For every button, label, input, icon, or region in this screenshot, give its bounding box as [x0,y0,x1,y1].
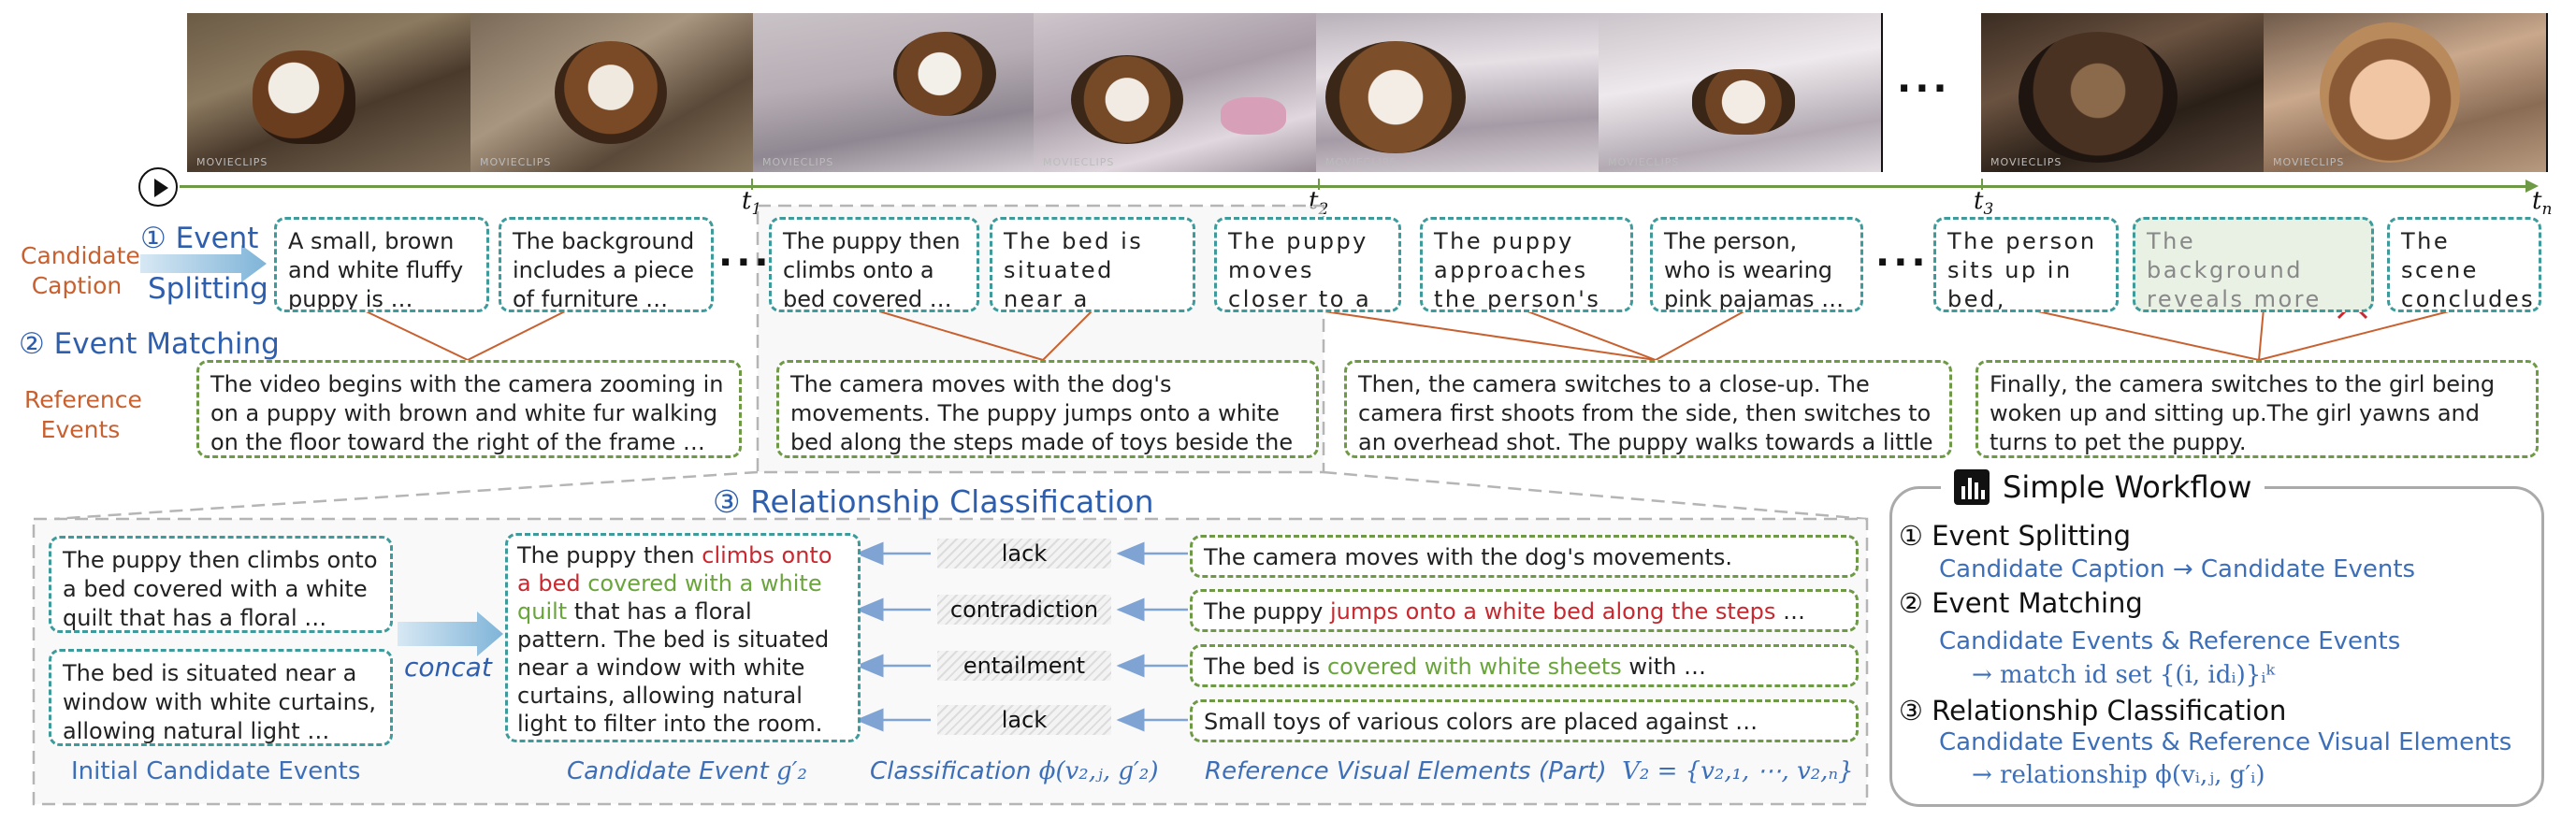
event-matching-label: ② Event Matching [19,327,280,361]
video-frame-7: MOVIECLIPS [1981,13,2265,172]
initial-candidate-events-caption: Initial Candidate Events [71,757,361,785]
workflow-step-1-detail: Candidate Caption → Candidate Events [1939,555,2416,583]
play-button[interactable] [138,167,178,207]
video-frame-5: MOVIECLIPS [1316,13,1600,172]
candidate-event-box: The puppy moves closer to a person … [1214,217,1401,312]
reference-visual-element-box: Small toys of various colors are placed … [1190,699,1859,742]
relationship-label: entailment [937,651,1111,681]
candidate-event-g2-box: The puppy then climbs onto a bed covered… [505,533,861,742]
reference-event-box: Finally, the camera switches to the girl… [1975,360,2539,458]
initial-candidate-event-box: The bed is situated near a window with w… [49,649,393,746]
classification-caption: Classification ϕ(v₂,ⱼ, g′₂) [870,757,1159,785]
workflow-step-2-result: → match id set {(i, idᵢ)}ᵢᵏ [1972,661,2276,689]
candidate-event-box: The puppy then climbs onto a bed covered… [769,217,979,312]
reference-visual-element-box: The bed is covered with white sheets wit… [1190,644,1859,687]
time-label-t1: t1 [742,187,762,220]
concat-label: concat [404,652,492,683]
relationship-label: lack [937,539,1111,568]
workflow-title: Simple Workflow [2003,469,2252,505]
concat-arrow [398,611,503,656]
workflow-step-3-detail: Candidate Events & Reference Visual Elem… [1939,728,2512,756]
initial-candidate-event-box: The puppy then climbs onto a bed covered… [49,536,393,633]
time-label-t3: t3 [1974,187,1994,220]
video-frame-8: MOVIECLIPS [2264,13,2548,172]
candidate-event-box: The bed is situated near a window with … [990,217,1195,312]
reference-event-box: The video begins with the camera zooming… [196,360,742,458]
reference-event-box: Then, the camera switches to a close-up.… [1344,360,1952,458]
matching-lines [359,308,2461,361]
bar-chart-icon [1954,469,1990,505]
workflow-title-wrap: Simple Workflow [1941,469,2265,505]
timeline-arrowhead [2525,180,2539,193]
reference-events-label: Reference Events [24,386,142,443]
candidate-event-box: The puppy approaches the person's face … [1420,217,1633,312]
workflow-step-2-detail: Candidate Events & Reference Events [1939,627,2401,655]
workflow-step-3: ③ Relationship Classification [1899,695,2287,726]
relationship-label: lack [937,705,1111,735]
workflow-step-1: ① Event Splitting [1899,520,2132,552]
candidate-ellipsis: ... [1875,232,1930,275]
selection-funnel-right [1323,470,1867,521]
candidate-event-caption: Candidate Event g′₂ [567,757,807,785]
candidate-event-box: The person, who is wearing pink pajamas … [1650,217,1863,312]
candidate-ellipsis: ... [718,232,773,275]
timeline-axis [180,185,2529,188]
reference-event-box: The camera moves with the dog's movement… [776,360,1319,458]
candidate-event-box: The scene concludes with the … [2387,217,2541,312]
highlight-entailment: covered with a white quilt [517,570,822,625]
tick-t2 [1318,179,1320,190]
event-splitting-label-b: Splitting [148,272,268,306]
relationship-classification-title: ③ Relationship Classification [713,483,1154,520]
workflow-step-2: ② Event Matching [1899,587,2143,619]
reference-visual-elements-caption: Reference Visual Elements (Part) V₂ = {v… [1205,757,1854,785]
reference-visual-element-box: The puppy jumps onto a white bed along t… [1190,589,1859,632]
selection-funnel-left [53,470,759,521]
relationship-label: contradiction [937,595,1111,625]
highlight-contradiction: climbs onto a bed [517,542,832,597]
video-frame-1: MOVIECLIPS [187,13,472,172]
candidate-event-box: The background includes a piece of furni… [499,217,714,312]
candidate-event-box: A small, brown and white fluffy puppy is… [274,217,489,312]
reference-visual-element-box: The camera moves with the dog's movement… [1190,535,1859,578]
candidate-event-box-unmatched: The background reveals more details of r… [2133,217,2374,312]
candidate-event-box: The person sits up in bed, holding the … [1933,217,2119,312]
time-label-tn: tn [2532,187,2553,220]
relationship-arrows [855,541,1188,732]
workflow-step-3-result: → relationship ϕ(vᵢ,ⱼ, g′ᵢ) [1972,761,2265,789]
video-frame-4: MOVIECLIPS [1034,13,1318,172]
splitting-arrow [140,245,267,282]
video-frame-3: MOVIECLIPS [753,13,1035,172]
event-splitting-label-a: ① Event [140,222,259,255]
candidate-caption-label: Candidate Caption [21,242,140,299]
tick-t1 [751,179,753,190]
timeline-ellipsis: ... [1897,58,1951,101]
tick-t3 [1981,179,1983,190]
video-frame-6: MOVIECLIPS [1599,13,1883,172]
